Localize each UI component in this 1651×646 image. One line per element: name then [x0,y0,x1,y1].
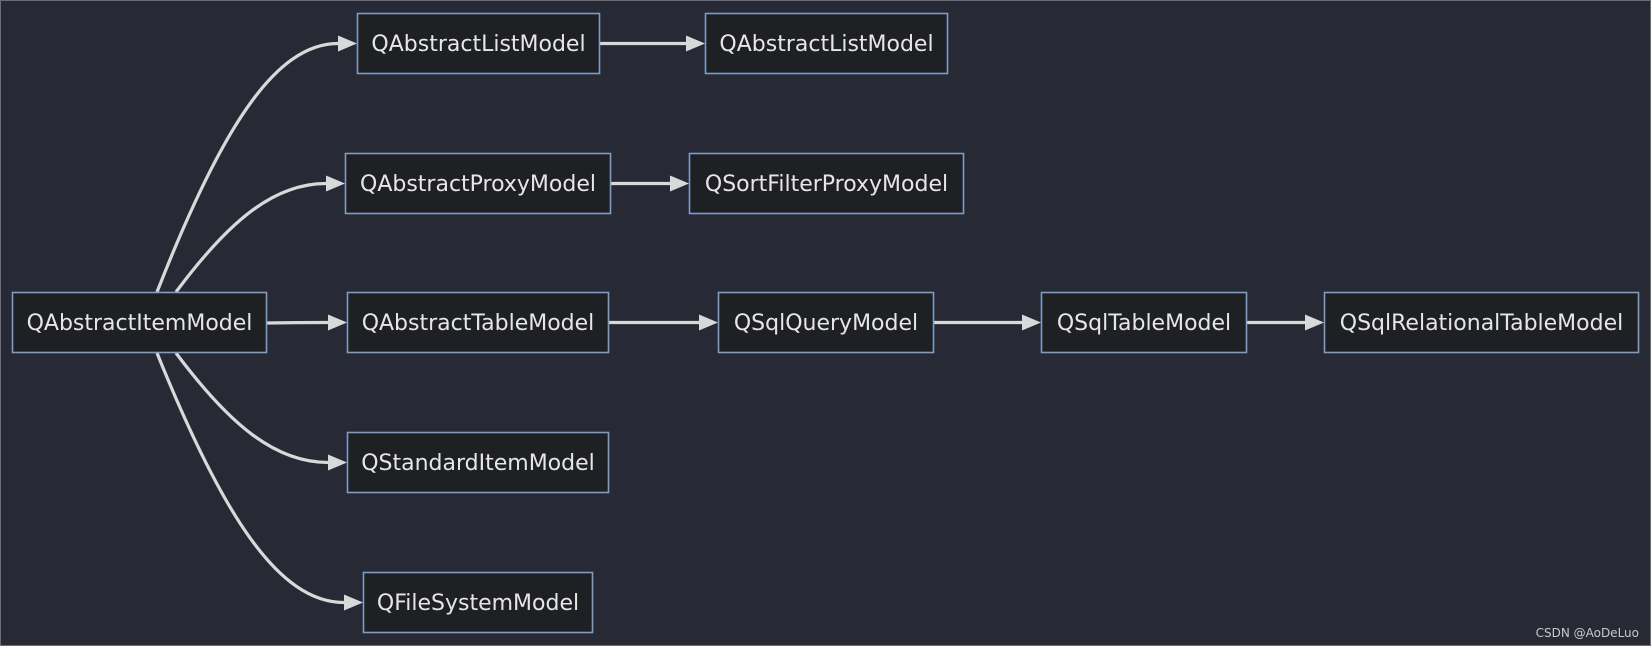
node-standard-box [346,431,610,494]
edge-item-to-proxy [174,181,327,293]
node-item-box [11,291,268,354]
arrowhead-proxy [326,175,345,192]
node-list2-label: QAbstractListModel [719,32,933,57]
node-sqlquery-label: QSqlQueryModel [734,311,918,336]
node-sqlrel-label: QSqlRelationalTableModel [1340,311,1623,336]
node-proxy-label: QAbstractProxyModel [360,172,596,197]
edge-item-to-standard [174,352,329,465]
arrowhead-list2 [686,35,705,52]
arrowhead-sortfilter [670,175,689,192]
node-standard: QStandardItemModel [346,431,610,494]
node-proxy-box [344,152,612,215]
node-item: QAbstractItemModel [11,291,268,354]
watermark: CSDN @AoDeLuo [1535,626,1639,640]
node-sqltable: QSqlTableModel [1040,291,1248,354]
node-list1: QAbstractListModel [356,12,601,75]
arrowhead-list1 [338,35,357,52]
arrowhead-filesystem [344,594,363,611]
node-sortfilter-box [688,152,965,215]
node-filesystem-box [362,571,594,634]
node-sqltable-box [1040,291,1248,354]
edge-item-to-list1 [155,41,339,293]
arrowhead-standard [328,454,347,471]
node-filesystem: QFileSystemModel [362,571,594,634]
arrowhead-sqltable [1022,314,1041,331]
node-table: QAbstractTableModel [346,291,610,354]
node-item-label: QAbstractItemModel [27,311,253,336]
edge-item-to-table [266,320,329,325]
node-sqlrel-box [1323,291,1640,354]
node-table-box [346,291,610,354]
node-proxy: QAbstractProxyModel [344,152,612,215]
edges-layer [155,35,1324,611]
node-sortfilter-label: QSortFilterProxyModel [705,172,948,197]
node-list1-box [356,12,601,75]
node-sqlrel: QSqlRelationalTableModel [1323,291,1640,354]
node-sqlquery-box [717,291,935,354]
arrowhead-sqlrel [1305,314,1324,331]
node-filesystem-label: QFileSystemModel [377,591,579,616]
node-list1-label: QAbstractListModel [371,32,585,57]
arrowhead-table [328,314,347,331]
node-sortfilter: QSortFilterProxyModel [688,152,965,215]
node-table-label: QAbstractTableModel [362,311,595,336]
node-list2: QAbstractListModel [704,12,949,75]
arrowhead-sqlquery [699,314,718,331]
edge-item-to-filesystem [155,352,345,605]
node-standard-label: QStandardItemModel [361,451,595,476]
node-sqltable-label: QSqlTableModel [1057,311,1231,336]
node-sqlquery: QSqlQueryModel [717,291,935,354]
node-list2-box [704,12,949,75]
